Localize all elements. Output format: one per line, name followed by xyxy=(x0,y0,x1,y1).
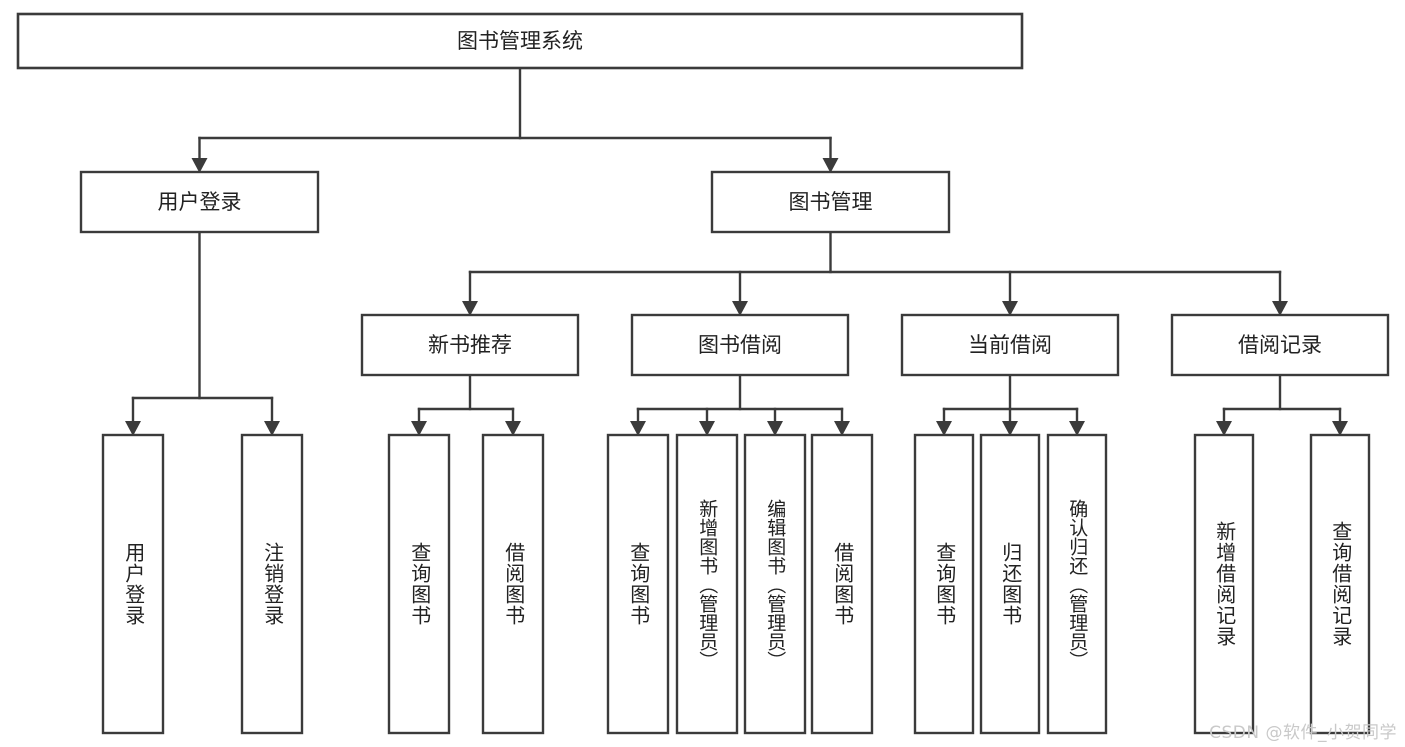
node-box-new-book-recommend[interactable] xyxy=(360,313,580,377)
node-leaf-logout[interactable] xyxy=(240,433,304,735)
arrow-head-icon xyxy=(936,421,952,436)
node-box-leaf-user-login[interactable] xyxy=(101,433,165,735)
node-label-book-borrow: 图书借阅 xyxy=(698,333,782,357)
node-leaf-query-book-2[interactable] xyxy=(606,433,670,735)
node-box-leaf-add-record[interactable] xyxy=(1193,433,1255,735)
arrow-head-icon xyxy=(125,421,141,436)
node-box-root[interactable] xyxy=(16,12,1024,70)
node-label-root: 图书管理系统 xyxy=(457,29,583,53)
arrow-head-icon xyxy=(1002,421,1018,436)
arrow-head-icon xyxy=(822,158,839,173)
node-label-current-borrow: 当前借阅 xyxy=(968,333,1052,357)
node-new-book-recommend[interactable]: 新书推荐 xyxy=(360,313,580,377)
node-box-leaf-query-book-3[interactable] xyxy=(913,433,975,735)
arrow-head-icon xyxy=(462,301,478,316)
node-leaf-confirm-return[interactable] xyxy=(1046,433,1108,735)
node-box-leaf-query-book-1[interactable] xyxy=(387,433,451,735)
node-leaf-add-book[interactable] xyxy=(675,433,739,735)
node-book-borrow[interactable]: 图书借阅 xyxy=(630,313,850,377)
node-leaf-borrow-book-2[interactable] xyxy=(810,433,874,735)
node-label-new-book-recommend: 新书推荐 xyxy=(428,333,512,357)
node-leaf-edit-book[interactable] xyxy=(743,433,807,735)
node-box-leaf-edit-book[interactable] xyxy=(743,433,807,735)
node-box-borrow-records[interactable] xyxy=(1170,313,1390,377)
node-box-leaf-logout[interactable] xyxy=(240,433,304,735)
node-box-leaf-query-record[interactable] xyxy=(1309,433,1371,735)
node-leaf-borrow-book-1[interactable] xyxy=(481,433,545,735)
node-book-management[interactable]: 图书管理 xyxy=(710,170,951,234)
node-box-book-borrow[interactable] xyxy=(630,313,850,377)
arrow-head-icon xyxy=(630,421,646,436)
arrow-head-icon xyxy=(1002,301,1018,316)
node-box-leaf-borrow-book-1[interactable] xyxy=(481,433,545,735)
node-label-user-login: 用户登录 xyxy=(158,190,242,214)
node-root[interactable]: 图书管理系统 xyxy=(16,12,1024,70)
arrow-head-icon xyxy=(505,421,521,436)
arrow-head-icon xyxy=(411,421,427,436)
node-leaf-query-book-1[interactable] xyxy=(387,433,451,735)
node-user-login[interactable]: 用户登录 xyxy=(79,170,320,234)
node-label-borrow-records: 借阅记录 xyxy=(1238,333,1322,357)
arrow-head-icon xyxy=(699,421,715,436)
node-box-book-management[interactable] xyxy=(710,170,951,234)
node-box-leaf-add-book[interactable] xyxy=(675,433,739,735)
arrow-head-icon xyxy=(264,421,280,436)
node-box-user-login[interactable] xyxy=(79,170,320,234)
watermark-text: CSDN @软件_小贺同学 xyxy=(1209,723,1397,743)
arrow-head-icon xyxy=(834,421,850,436)
node-leaf-user-login[interactable] xyxy=(101,433,165,735)
node-leaf-add-record[interactable] xyxy=(1193,433,1255,735)
node-box-current-borrow[interactable] xyxy=(900,313,1120,377)
node-box-leaf-query-book-2[interactable] xyxy=(606,433,670,735)
arrow-head-icon xyxy=(1332,421,1348,436)
arrow-head-icon xyxy=(732,301,748,316)
node-box-leaf-borrow-book-2[interactable] xyxy=(810,433,874,735)
arrow-head-icon xyxy=(767,421,783,436)
node-borrow-records[interactable]: 借阅记录 xyxy=(1170,313,1390,377)
arrow-head-icon xyxy=(1069,421,1085,436)
node-label-book-management: 图书管理 xyxy=(789,190,873,214)
node-box-leaf-return-book[interactable] xyxy=(979,433,1041,735)
node-leaf-query-record[interactable] xyxy=(1309,433,1371,735)
connector-layer xyxy=(125,66,1348,436)
arrow-head-icon xyxy=(1272,301,1288,316)
node-leaf-return-book[interactable] xyxy=(979,433,1041,735)
node-leaf-query-book-3[interactable] xyxy=(913,433,975,735)
node-current-borrow[interactable]: 当前借阅 xyxy=(900,313,1120,377)
node-box-leaf-confirm-return[interactable] xyxy=(1046,433,1108,735)
arrow-head-icon xyxy=(1216,421,1232,436)
arrow-head-icon xyxy=(191,158,208,173)
